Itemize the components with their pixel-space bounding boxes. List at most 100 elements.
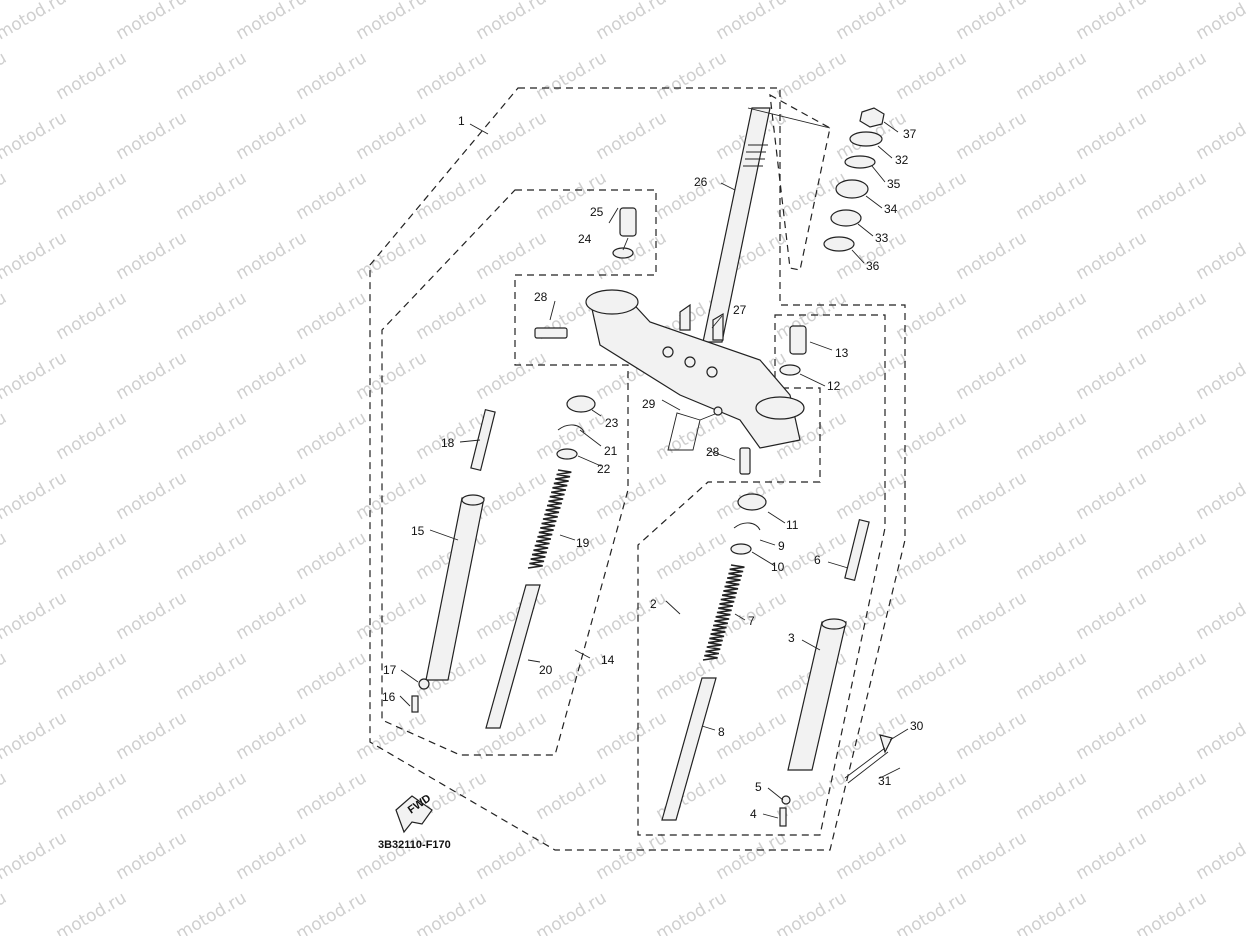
callout-17: 17 — [383, 663, 397, 677]
watermark-text: motod.ru — [233, 708, 311, 764]
callout-5: 5 — [755, 780, 762, 794]
watermark-text: motod.ru — [353, 228, 431, 284]
watermark-text: motod.ru — [173, 768, 251, 824]
watermark-text: motod.ru — [473, 0, 551, 44]
watermark-text: motod.ru — [1073, 228, 1151, 284]
watermark-text: motod.ru — [1013, 48, 1091, 104]
watermark-text: motod.ru — [353, 828, 431, 884]
watermark-text: motod.ru — [0, 108, 70, 164]
watermark-text: motod.ru — [833, 708, 911, 764]
callout-10: 10 — [771, 560, 785, 574]
callout-13: 13 — [835, 346, 849, 360]
callout-11: 11 — [786, 518, 799, 532]
bearing-stack — [823, 107, 885, 252]
outline-fork-right-2 — [637, 314, 886, 836]
watermark-text: motod.ru — [1073, 108, 1151, 164]
watermark-text: motod.ru — [1133, 888, 1211, 936]
watermark-text: motod.ru — [473, 828, 551, 884]
watermark-text: motod.ru — [173, 48, 251, 104]
watermark-text: motod.ru — [413, 48, 491, 104]
watermark-text: motod.ru — [1073, 708, 1151, 764]
outline-stem-kit — [769, 93, 831, 271]
outline-assembly-1 — [369, 87, 906, 851]
watermark-text: motod.ru — [1013, 768, 1091, 824]
watermark-text: motod.ru — [833, 0, 911, 44]
watermark-text: motod.ru — [1193, 588, 1248, 644]
watermark-text: motod.ru — [53, 408, 131, 464]
watermark-text: motod.ru — [173, 288, 251, 344]
watermark-text: motod.ru — [893, 168, 971, 224]
watermark-text: motod.ru — [473, 348, 551, 404]
callout-20: 20 — [539, 663, 553, 677]
watermark-text: motod.ru — [173, 408, 251, 464]
callout-32: 32 — [895, 153, 909, 167]
watermark-text: motod.ru — [293, 48, 371, 104]
callout-25: 25 — [590, 205, 604, 219]
callout-36: 36 — [866, 259, 880, 273]
watermark-text: motod.ru — [53, 888, 131, 936]
watermark-text: motod.ru — [233, 828, 311, 884]
watermark-text: motod.ru — [53, 768, 131, 824]
watermark-text: motod.ru — [953, 348, 1031, 404]
watermark-text: motod.ru — [653, 168, 731, 224]
watermark-text: motod.ru — [653, 48, 731, 104]
watermark-text: motod.ru — [893, 288, 971, 344]
callout-19: 19 — [576, 536, 590, 550]
callout-27: 27 — [733, 303, 747, 317]
watermark-text: motod.ru — [1013, 168, 1091, 224]
watermark-text: motod.ru — [893, 48, 971, 104]
watermark-text: motod.ru — [953, 588, 1031, 644]
watermark-text: motod.ru — [233, 588, 311, 644]
callout-30: 30 — [910, 719, 924, 733]
watermark-text: motod.ru — [953, 708, 1031, 764]
watermark-text: motod.ru — [173, 888, 251, 936]
left-fork — [411, 395, 596, 729]
watermark-text: motod.ru — [1193, 228, 1248, 284]
callout-21: 21 — [604, 444, 618, 458]
watermark-text: motod.ru — [0, 708, 70, 764]
watermark-text: motod.ru — [833, 228, 911, 284]
watermark-text: motod.ru — [293, 768, 371, 824]
watermark-text: motod.ru — [1133, 48, 1211, 104]
watermark-text: motod.ru — [113, 0, 191, 44]
callout-2: 2 — [650, 597, 657, 611]
callout-24: 24 — [578, 232, 592, 246]
watermark-text: motod.ru — [1133, 168, 1211, 224]
callout-1: 1 — [458, 114, 465, 128]
watermark-text: motod.ru — [53, 48, 131, 104]
watermark-text: motod.ru — [713, 828, 791, 884]
callout-26: 26 — [694, 175, 708, 189]
watermark-text: motod.ru — [473, 468, 551, 524]
watermark-text: motod.ru — [1133, 408, 1211, 464]
callout-7: 7 — [748, 614, 755, 628]
watermark-text: motod.ru — [0, 408, 10, 464]
watermark-text: motod.ru — [773, 528, 851, 584]
watermark-text: motod.ru — [533, 48, 611, 104]
watermark-text: motod.ru — [0, 48, 10, 104]
watermark-text: motod.ru — [293, 648, 371, 704]
watermark-text: motod.ru — [0, 228, 70, 284]
watermark-text: motod.ru — [1073, 348, 1151, 404]
watermark-text: motod.ru — [1073, 588, 1151, 644]
watermark-text: motod.ru — [113, 828, 191, 884]
diagram-code: 3B32110-F170 — [378, 839, 451, 851]
callout-28b: 28 — [706, 445, 720, 459]
watermark-text: motod.ru — [953, 0, 1031, 44]
watermark-text: motod.ru — [593, 468, 671, 524]
watermark-text: motod.ru — [773, 48, 851, 104]
watermark-text: motod.ru — [0, 348, 70, 404]
watermark-text: motod.ru — [593, 828, 671, 884]
watermark-text: motod.ru — [353, 108, 431, 164]
leader-lines — [399, 107, 909, 819]
watermark-text: motod.ru — [833, 468, 911, 524]
watermark-text: motod.ru — [1073, 0, 1151, 44]
watermark-text: motod.ru — [0, 888, 10, 936]
watermark-text: motod.ru — [173, 648, 251, 704]
watermark-text: motod.ru — [473, 108, 551, 164]
watermark-text: motod.ru — [1193, 108, 1248, 164]
callout-33: 33 — [875, 231, 889, 245]
callout-34: 34 — [884, 202, 898, 216]
watermark-text: motod.ru — [593, 708, 671, 764]
watermark-text: motod.ru — [233, 108, 311, 164]
watermark-text: motod.ru — [53, 168, 131, 224]
